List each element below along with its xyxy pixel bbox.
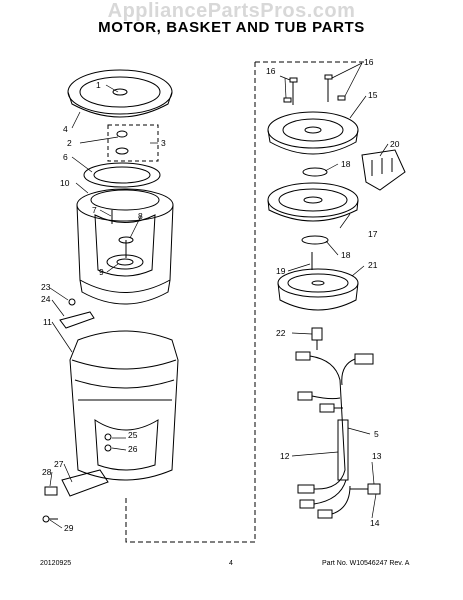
drain-pump-assembly	[42, 469, 109, 523]
assembly-dashed-outline	[125, 62, 256, 543]
page-title: MOTOR, BASKET AND TUB PARTS	[98, 19, 365, 36]
callout-10: 10	[60, 178, 70, 188]
callout-6: 6	[63, 152, 68, 162]
callout-18-top: 18	[341, 159, 351, 169]
callout-24: 24	[41, 294, 51, 304]
hub-nut	[115, 130, 129, 155]
callout-labels: 1 2 3 4 5 6 7 8 9 10 11 12 13 14 15 16 1…	[41, 57, 400, 533]
callout-15: 15	[368, 90, 378, 100]
shaft-coupler	[311, 327, 323, 350]
rotor	[277, 268, 359, 311]
callout-21: 21	[368, 260, 378, 270]
footer-page-number: 4	[229, 560, 233, 567]
callout-17: 17	[368, 229, 378, 239]
callout-22: 22	[276, 328, 286, 338]
callout-4: 4	[63, 124, 68, 134]
harness-clip	[350, 483, 381, 495]
wiring-harness	[295, 351, 374, 519]
callout-13: 13	[372, 451, 382, 461]
rotor-position-sensor	[361, 149, 406, 191]
callout-28: 28	[42, 467, 52, 477]
callout-23: 23	[41, 282, 51, 292]
callout-14: 14	[370, 518, 380, 528]
callout-12: 12	[280, 451, 290, 461]
callout-25: 25	[128, 430, 138, 440]
callout-16-left: 16	[266, 66, 276, 76]
callout-18-bottom: 18	[341, 250, 351, 260]
tub-ring	[67, 69, 173, 118]
shipping-bracket	[59, 298, 95, 329]
callout-11: 11	[43, 317, 52, 327]
hub-hardware-box	[107, 124, 159, 162]
callout-8: 8	[138, 211, 143, 221]
callout-29: 29	[64, 523, 74, 533]
callout-5: 5	[374, 429, 379, 439]
callout-3: 3	[161, 138, 166, 148]
watermark: AppliancePartsPros.com	[107, 0, 356, 22]
washer-top	[302, 167, 328, 177]
mounting-bolts	[283, 74, 346, 105]
outer-tub	[69, 330, 179, 481]
footer-date: 20120925	[40, 560, 72, 567]
callout-20: 20	[390, 139, 400, 149]
callout-19: 19	[276, 266, 286, 276]
callout-26: 26	[128, 444, 138, 454]
callout-9: 9	[99, 267, 104, 277]
footer-part-number: Part No. W10546247 Rev. A	[322, 560, 410, 567]
basket-ring	[83, 162, 161, 188]
basket	[76, 188, 174, 305]
drive-mount	[267, 111, 359, 155]
washer-bottom	[301, 235, 329, 245]
callout-16-right: 16	[364, 57, 374, 67]
callout-27: 27	[54, 459, 64, 469]
stator	[267, 182, 359, 222]
callout-1: 1	[96, 80, 101, 90]
callout-2: 2	[67, 138, 72, 148]
callout-7: 7	[92, 205, 97, 215]
